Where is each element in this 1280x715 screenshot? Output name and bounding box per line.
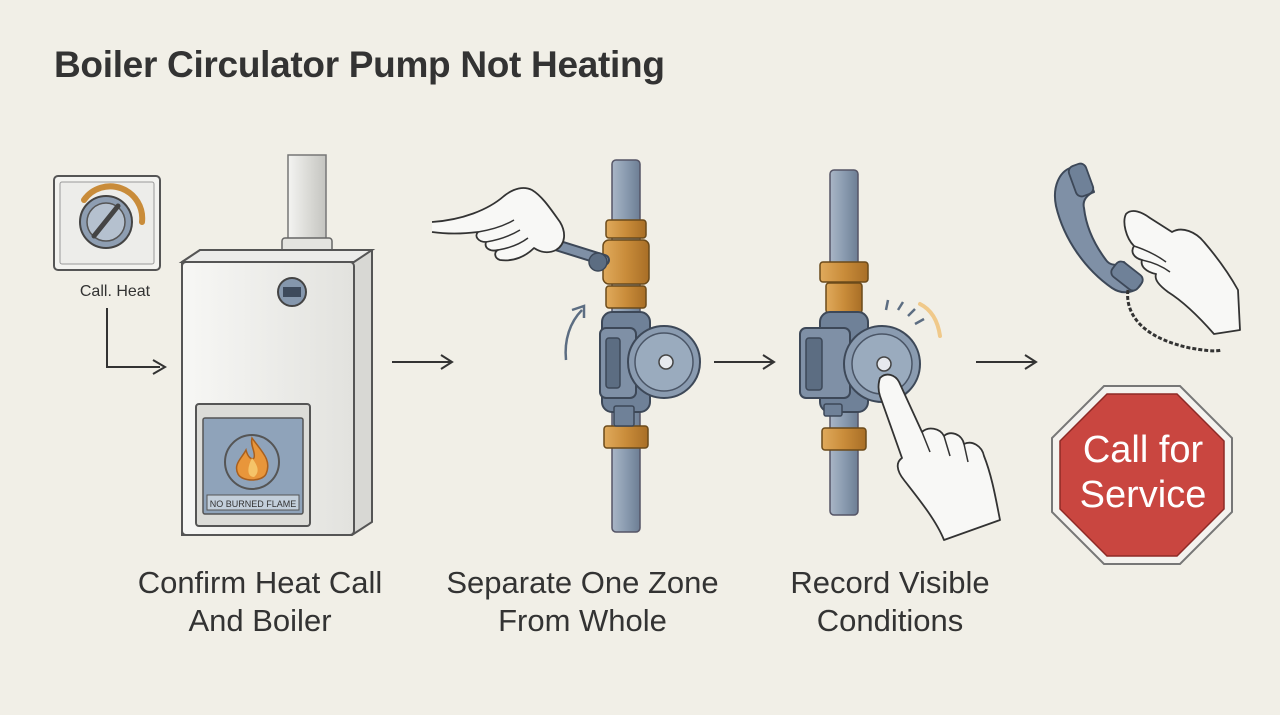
step-caption-line1: Separate One Zone [446, 565, 719, 600]
boiler-window-label: NO BURNED FLAME [210, 499, 297, 509]
thermostat-label: Call. Heat [80, 283, 151, 300]
rotate-arrow-icon [564, 304, 586, 361]
arrow-right-icon [714, 354, 776, 370]
step-caption-line2: From Whole [498, 603, 667, 638]
connector-arrow [106, 308, 167, 375]
hand-icon [877, 373, 1001, 541]
step-caption-line2: And Boiler [188, 603, 332, 638]
step-caption-record: Record Visible Conditions [760, 564, 1020, 640]
hand-icon [431, 187, 565, 262]
thermostat-icon [53, 175, 161, 271]
step-caption-line1: Record Visible [790, 565, 990, 600]
page-title: Boiler Circulator Pump Not Heating [54, 44, 665, 85]
stop-sign-line1: Call for [1082, 429, 1204, 471]
step-caption-line1: Confirm Heat Call [137, 565, 383, 600]
stop-sign-label: Call for Service [1055, 428, 1231, 518]
stop-sign-line2: Service [1079, 474, 1207, 516]
stop-sign-icon [1051, 385, 1233, 565]
step-caption-confirm: Confirm Heat Call And Boiler [110, 564, 410, 640]
hand-icon [1123, 210, 1241, 335]
phone-handset-icon [1054, 162, 1223, 353]
vibration-icon [884, 299, 942, 338]
step-caption-separate: Separate One Zone From Whole [425, 564, 740, 640]
arrow-right-icon [976, 354, 1038, 370]
arrow-right-icon [392, 354, 454, 370]
step-caption-line2: Conditions [816, 603, 964, 638]
circulator-pump-icon [599, 311, 701, 427]
boiler-icon [178, 154, 376, 536]
